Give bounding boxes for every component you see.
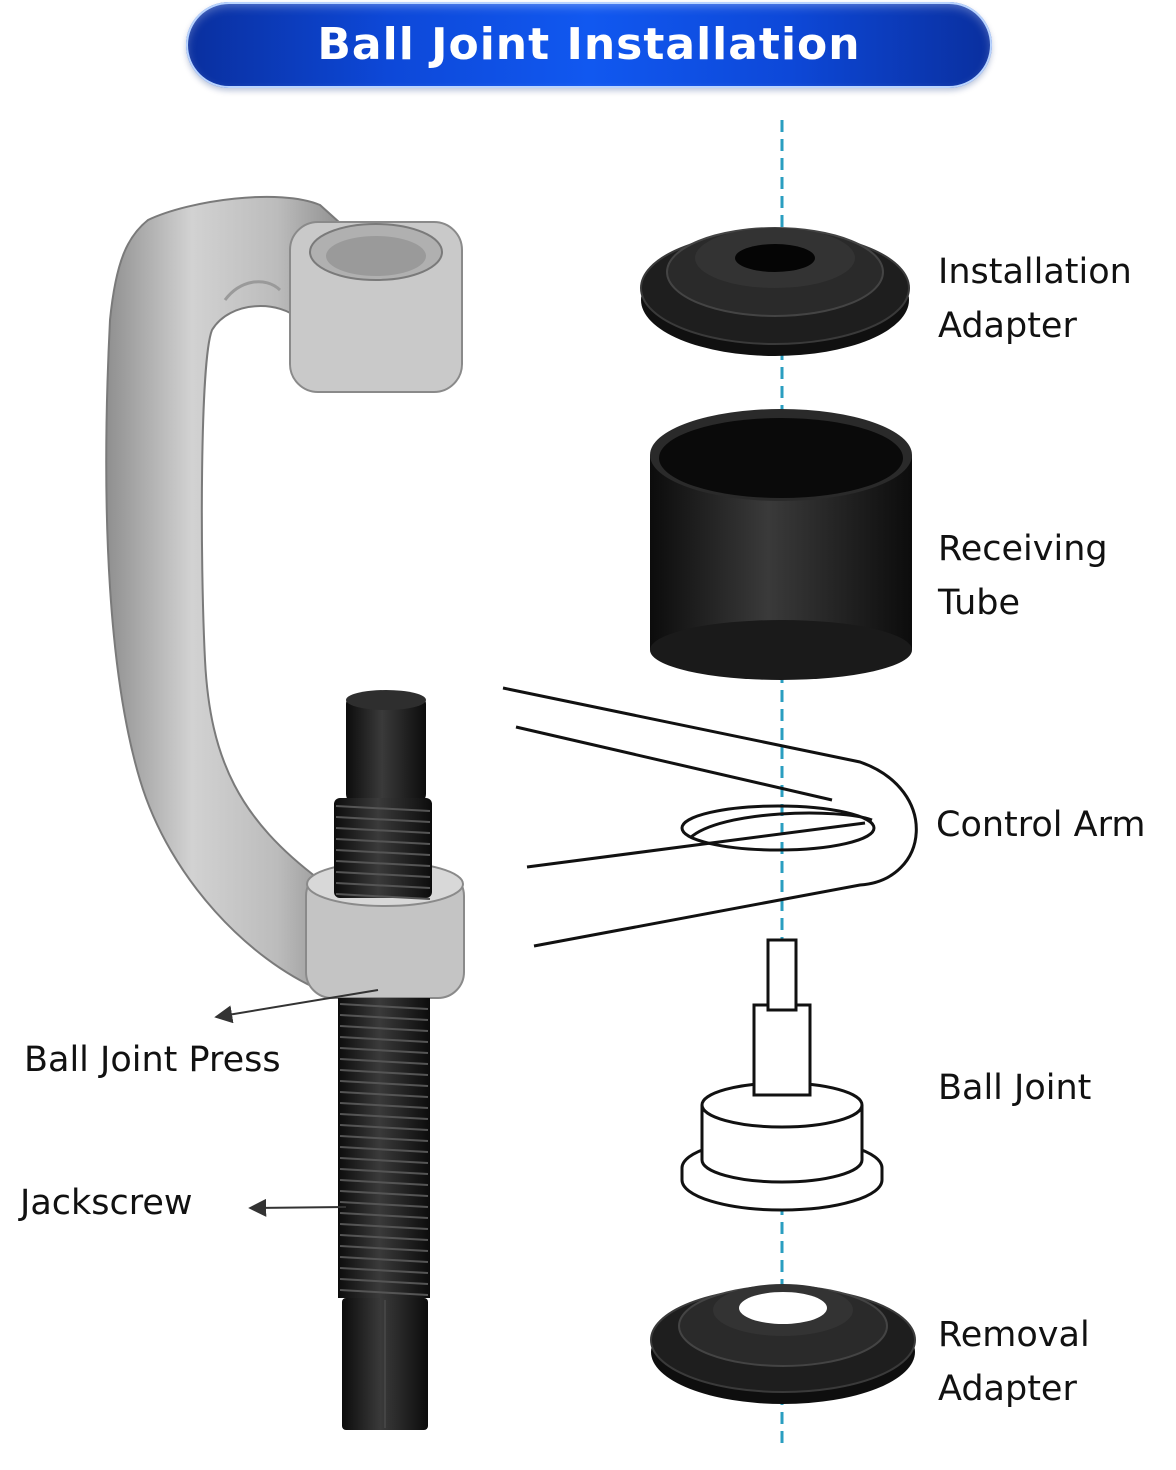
label-line: Adapter <box>938 306 1077 346</box>
thread-line <box>339 1234 429 1241</box>
label-line: Adapter <box>938 1369 1077 1409</box>
thread-line <box>339 1069 429 1076</box>
label-removal-adapter: Removal Adapter <box>938 1308 1090 1416</box>
thread-line <box>339 1223 429 1230</box>
thread-line <box>339 1025 429 1032</box>
thread-line <box>339 1179 429 1186</box>
thread-line <box>339 1124 429 1131</box>
thread-line <box>339 1003 429 1010</box>
thread-line <box>335 805 431 812</box>
thread-line <box>339 1190 429 1197</box>
thread-line <box>335 849 431 856</box>
thread-line <box>339 1080 429 1087</box>
label-line: Installation <box>938 252 1132 292</box>
thread-line <box>339 1047 429 1054</box>
thread-line <box>339 1091 429 1098</box>
thread-line <box>335 827 431 834</box>
thread-line <box>339 1289 429 1296</box>
label-receiving-tube: Receiving Tube <box>938 522 1108 630</box>
label-control-arm: Control Arm <box>936 805 1146 845</box>
thread-line <box>339 1113 429 1120</box>
thread-line <box>339 1212 429 1219</box>
ball-joint-outline <box>680 938 884 1212</box>
label-jackscrew: Jackscrew <box>20 1183 193 1223</box>
thread-line <box>335 882 431 889</box>
thread-line <box>339 1014 429 1021</box>
thread-line <box>339 1256 429 1263</box>
label-installation-adapter: Installation Adapter <box>938 245 1132 353</box>
label-line: Tube <box>938 583 1020 623</box>
label-line: Receiving <box>938 529 1108 569</box>
thread-line <box>339 1168 429 1175</box>
removal-adapter <box>650 1284 916 1404</box>
thread-line <box>335 838 431 845</box>
label-ball-joint: Ball Joint <box>938 1068 1092 1108</box>
label-ball-joint-press: Ball Joint Press <box>24 1040 281 1080</box>
thread-line <box>339 1036 429 1043</box>
thread-line <box>335 871 431 878</box>
ball-joint-press <box>105 195 465 999</box>
thread-line <box>335 816 431 823</box>
thread-line <box>339 1267 429 1274</box>
thread-line <box>339 1135 429 1142</box>
installation-adapter <box>640 227 910 356</box>
thread-line <box>339 1058 429 1065</box>
press-leader-arrow <box>214 989 379 1024</box>
receiving-tube <box>650 409 912 680</box>
thread-line <box>339 1157 429 1164</box>
jackscrew <box>334 690 432 1430</box>
thread-line <box>335 860 431 867</box>
thread-line <box>339 1278 429 1285</box>
label-line: Removal <box>938 1315 1090 1355</box>
page-title: Ball Joint Installation <box>317 19 861 70</box>
thread-line <box>335 893 431 900</box>
title-banner <box>186 2 992 88</box>
thread-line <box>339 1245 429 1252</box>
control-arm <box>502 686 918 948</box>
thread-line <box>339 1146 429 1153</box>
jackscrew-leader-arrow <box>248 1198 347 1217</box>
thread-line <box>339 1102 429 1109</box>
thread-line <box>339 1201 429 1208</box>
